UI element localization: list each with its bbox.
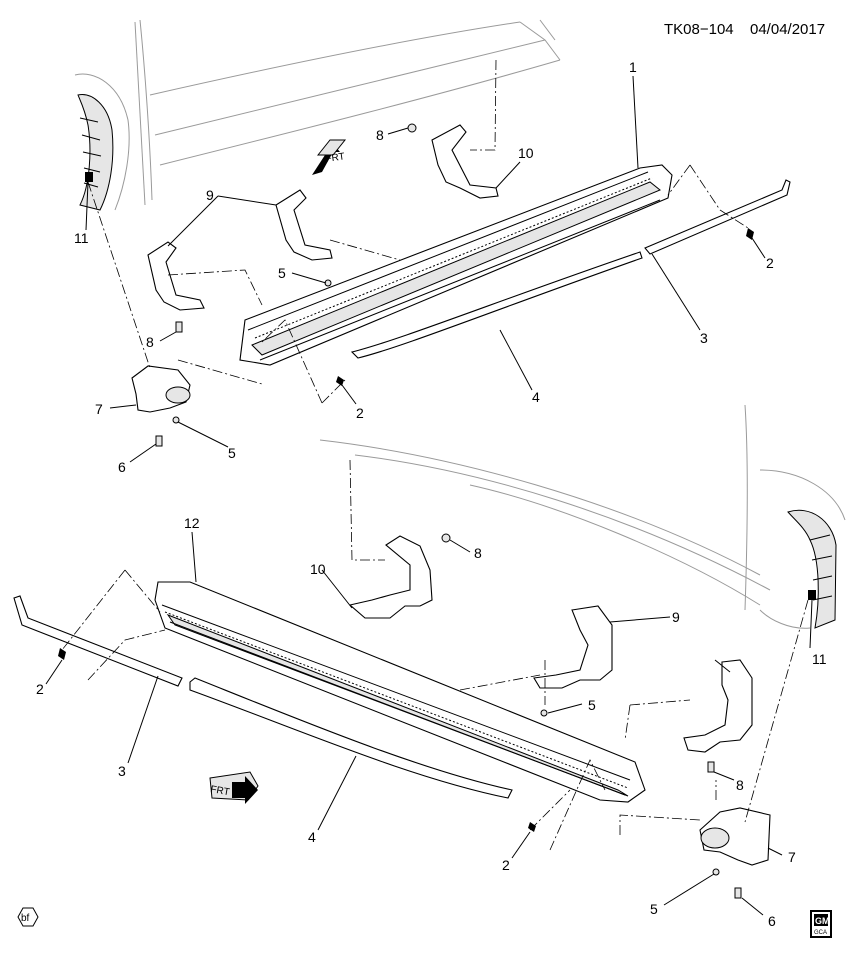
callout-7: 7 — [788, 849, 796, 865]
callout-3: 3 — [118, 763, 126, 779]
diagram-code: TK08−104 — [664, 21, 734, 38]
callout-4: 4 — [308, 829, 316, 845]
gm-logo: GM GCA — [810, 910, 832, 938]
callout-9: 9 — [206, 187, 214, 203]
bracket-9-upper-top — [275, 189, 333, 261]
callout-5: 5 — [588, 697, 596, 713]
trim-4-bottom — [189, 677, 513, 799]
leader-lines-bottom — [45, 459, 813, 916]
fasteners-top — [85, 123, 754, 447]
callout-5: 5 — [650, 901, 658, 917]
bracket-9-lower-top — [147, 241, 205, 311]
callout-8: 8 — [736, 777, 744, 793]
callout-2: 2 — [766, 255, 774, 271]
leader-lines-top — [85, 59, 766, 463]
vehicle-body-bottom — [319, 404, 846, 629]
callout-7: 7 — [95, 401, 103, 417]
running-board-top — [239, 164, 673, 366]
fasteners-bottom — [58, 533, 816, 899]
svg-text:FRT: FRT — [209, 784, 230, 798]
molding-3-bottom — [13, 595, 183, 687]
svg-text:bf: bf — [21, 913, 30, 924]
svg-text:GCA: GCA — [814, 930, 827, 936]
callout-5: 5 — [228, 445, 236, 461]
front-direction-arrow-top: FRT — [312, 139, 347, 175]
bracket-10-top — [431, 124, 499, 199]
bracket-7-top — [131, 365, 191, 413]
callout-5: 5 — [278, 265, 286, 281]
bracket-7-bottom — [699, 807, 771, 866]
svg-text:GM: GM — [815, 916, 830, 926]
callout-2: 2 — [502, 857, 510, 873]
callout-6: 6 — [768, 913, 776, 929]
callout-4: 4 — [532, 389, 540, 405]
callout-11: 11 — [74, 230, 89, 246]
running-board-bottom — [154, 581, 646, 803]
callout-11: 11 — [812, 651, 827, 667]
callout-9: 9 — [672, 609, 680, 625]
callout-8: 8 — [376, 127, 384, 143]
callout-12: 12 — [184, 515, 200, 531]
callout-6: 6 — [118, 459, 126, 475]
callout-2: 2 — [356, 405, 364, 421]
callout-10: 10 — [518, 145, 534, 161]
callout-8: 8 — [474, 545, 482, 561]
svg-text:FRT: FRT — [325, 151, 346, 165]
callouts-top: 1 2 2 3 4 5 5 6 7 8 8 9 10 11 — [74, 59, 774, 475]
bracket-9-upper-bottom — [533, 605, 613, 689]
diagram-date: 04/04/2017 — [750, 21, 825, 38]
callouts-bottom: 12 10 8 9 5 11 2 3 8 4 2 7 5 6 — [36, 515, 827, 929]
bracket-10-bottom — [348, 535, 433, 619]
callout-1: 1 — [629, 59, 637, 75]
bracket-9-lower-bottom — [683, 659, 753, 753]
callout-2: 2 — [36, 681, 44, 697]
bf-badge: bf — [17, 907, 39, 927]
vehicle-body-top — [74, 19, 561, 211]
molding-3-top — [644, 179, 791, 255]
callout-10: 10 — [310, 561, 326, 577]
callout-8: 8 — [146, 334, 154, 350]
trim-4-top — [350, 251, 643, 359]
callout-3: 3 — [700, 330, 708, 346]
front-direction-arrow-bottom: FRT — [209, 771, 259, 804]
